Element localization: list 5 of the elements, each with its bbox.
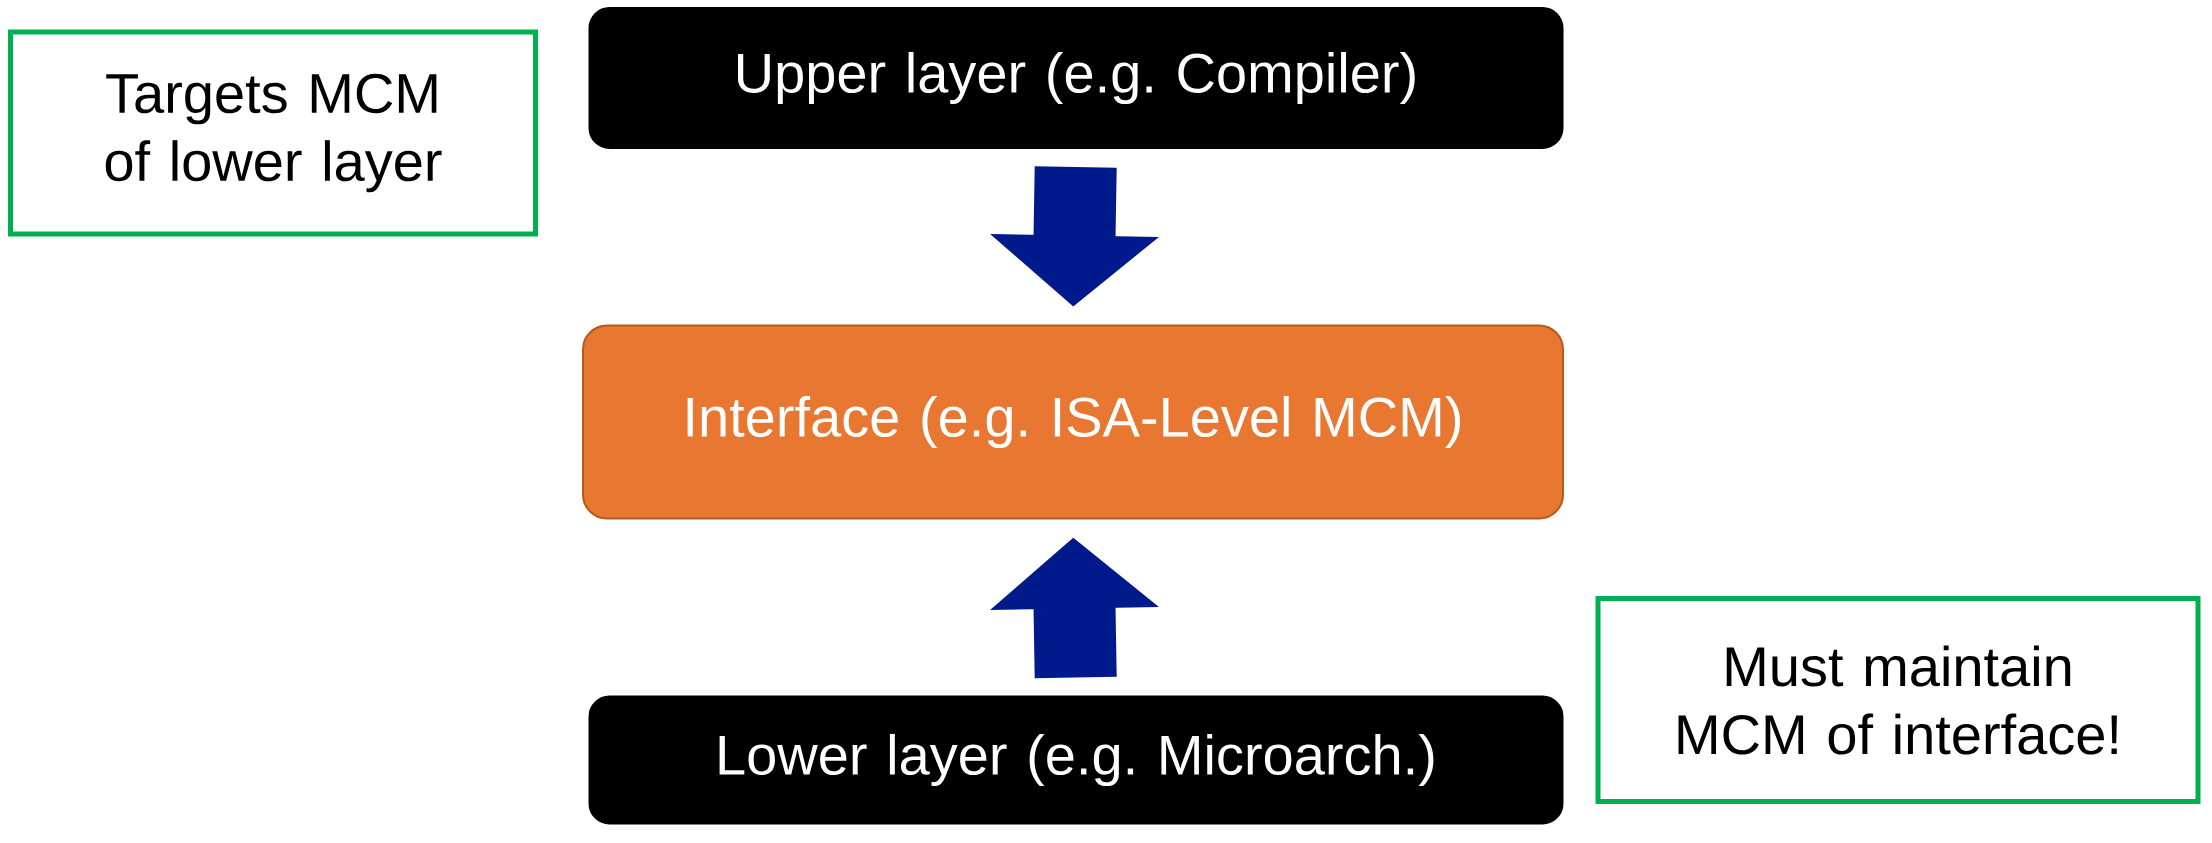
note-box: Must maintain MCM of interface!: [1595, 596, 2201, 804]
layer-box: Lower layer (e.g. Microarch.): [588, 695, 1564, 825]
note-box: Targets MCM of lower layer: [8, 29, 538, 237]
interface-box: Interface (e.g. ISA-Level MCM): [582, 324, 1564, 520]
layer-box: Upper layer (e.g. Compiler): [588, 7, 1564, 149]
